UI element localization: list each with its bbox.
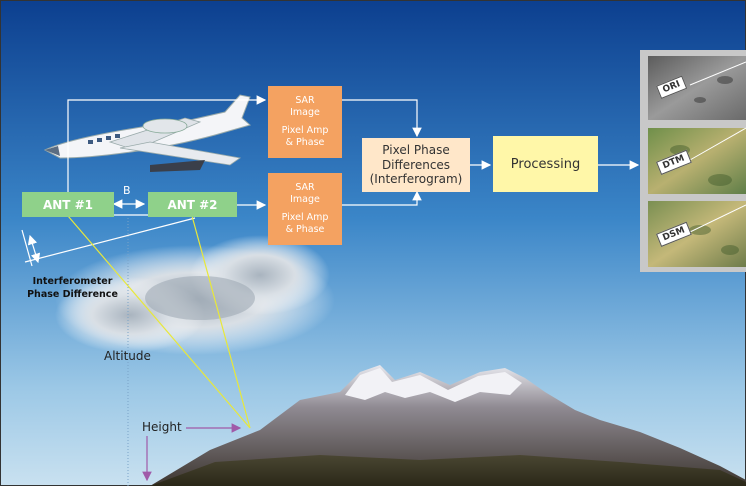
interferometer-line2: Phase Difference xyxy=(27,288,118,300)
phase-line2: Differences xyxy=(381,157,451,172)
interferometer-label: Interferometer Phase Difference xyxy=(10,276,135,302)
sar-image-top-box: SAR Image Pixel Amp & Phase xyxy=(268,86,342,158)
ant1-label: ANT #1 xyxy=(42,197,94,212)
height-arrows xyxy=(142,423,242,482)
sar-top-line4: & Phase xyxy=(285,136,325,148)
sar-top-line3: Pixel Amp xyxy=(281,125,329,136)
sar-top-line2: Image xyxy=(290,107,320,119)
cloud-illustration xyxy=(55,235,335,355)
interferometer-line1: Interferometer xyxy=(32,276,113,287)
sar-bottom-line1: SAR xyxy=(295,182,315,194)
ant2-box: ANT #2 xyxy=(148,192,237,217)
sar-image-bottom-box: SAR Image Pixel Amp & Phase xyxy=(268,173,342,245)
sar-bottom-line3: Pixel Amp xyxy=(281,212,329,223)
phase-differences-box: Pixel Phase Differences (Interferogram) xyxy=(362,138,470,192)
sar-top-line1: SAR xyxy=(295,95,315,107)
height-label: Height xyxy=(142,420,182,434)
radar-beam-lines xyxy=(67,215,251,429)
mountain-illustration xyxy=(150,365,746,486)
sar-bottom-line4: & Phase xyxy=(285,223,325,235)
processing-box: Processing xyxy=(493,136,598,192)
phase-line1: Pixel Phase xyxy=(382,143,450,158)
airplane-illustration xyxy=(43,94,252,172)
baseline-label: B xyxy=(123,184,131,197)
phase-line3: (Interferogram) xyxy=(369,172,463,187)
sar-bottom-line2: Image xyxy=(290,194,320,206)
ant1-box: ANT #1 xyxy=(22,192,114,217)
altitude-label: Altitude xyxy=(104,349,151,363)
ant2-label: ANT #2 xyxy=(167,197,218,212)
processing-label: Processing xyxy=(510,156,581,172)
